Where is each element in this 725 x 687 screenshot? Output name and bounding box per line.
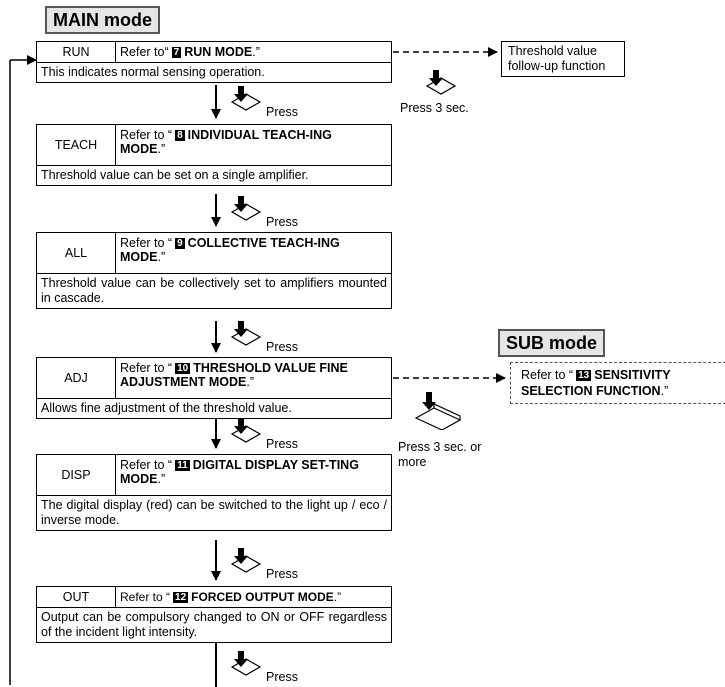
mode-description: This indicates normal sensing operation.	[41, 65, 265, 79]
mode-label: DISP	[37, 455, 116, 495]
press-label: Press	[266, 105, 298, 119]
press-label: Press	[266, 437, 298, 451]
sub-mode-title: SUB mode	[498, 329, 606, 357]
press-icon	[230, 418, 262, 443]
mode-label: TEACH	[37, 125, 116, 165]
mode-label: RUN	[37, 42, 116, 62]
main-mode-title: MAIN mode	[45, 6, 160, 34]
press-icon	[230, 651, 262, 676]
press-icon	[230, 196, 262, 221]
mode-label: ALL	[37, 233, 116, 273]
press-icon	[230, 86, 262, 111]
threshold-follow-up-box: Threshold value follow-up function	[501, 41, 625, 77]
press-label: Press	[266, 670, 298, 684]
press-label: Press	[266, 340, 298, 354]
press-3sec-label: Press 3 sec.	[400, 101, 469, 115]
press-3sec-more-label: Press 3 sec. or more	[398, 440, 482, 469]
mode-description: Threshold value can be collectively set …	[41, 276, 387, 305]
mode-label: OUT	[37, 587, 116, 607]
mode-description: The digital display (red) can be switche…	[41, 498, 387, 527]
mode-description: Output can be compulsory changed to ON o…	[41, 610, 387, 639]
press-label: Press	[266, 567, 298, 581]
press-hold-icon	[425, 70, 457, 95]
mode-label: ADJ	[37, 358, 116, 398]
press-icon	[230, 548, 262, 573]
press-label: Press	[266, 215, 298, 229]
mode-description: Allows fine adjustment of the threshold …	[41, 401, 292, 415]
press-hold-icon	[414, 392, 462, 430]
press-icon	[230, 321, 262, 346]
mode-description: Threshold value can be set on a single a…	[41, 168, 309, 182]
